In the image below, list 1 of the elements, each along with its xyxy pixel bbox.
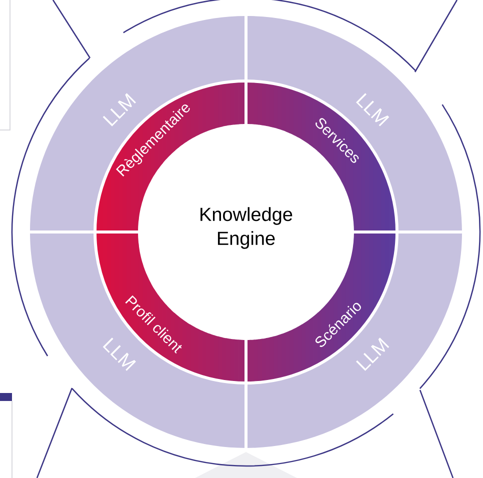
center-label: Knowledge Engine [200, 207, 292, 249]
